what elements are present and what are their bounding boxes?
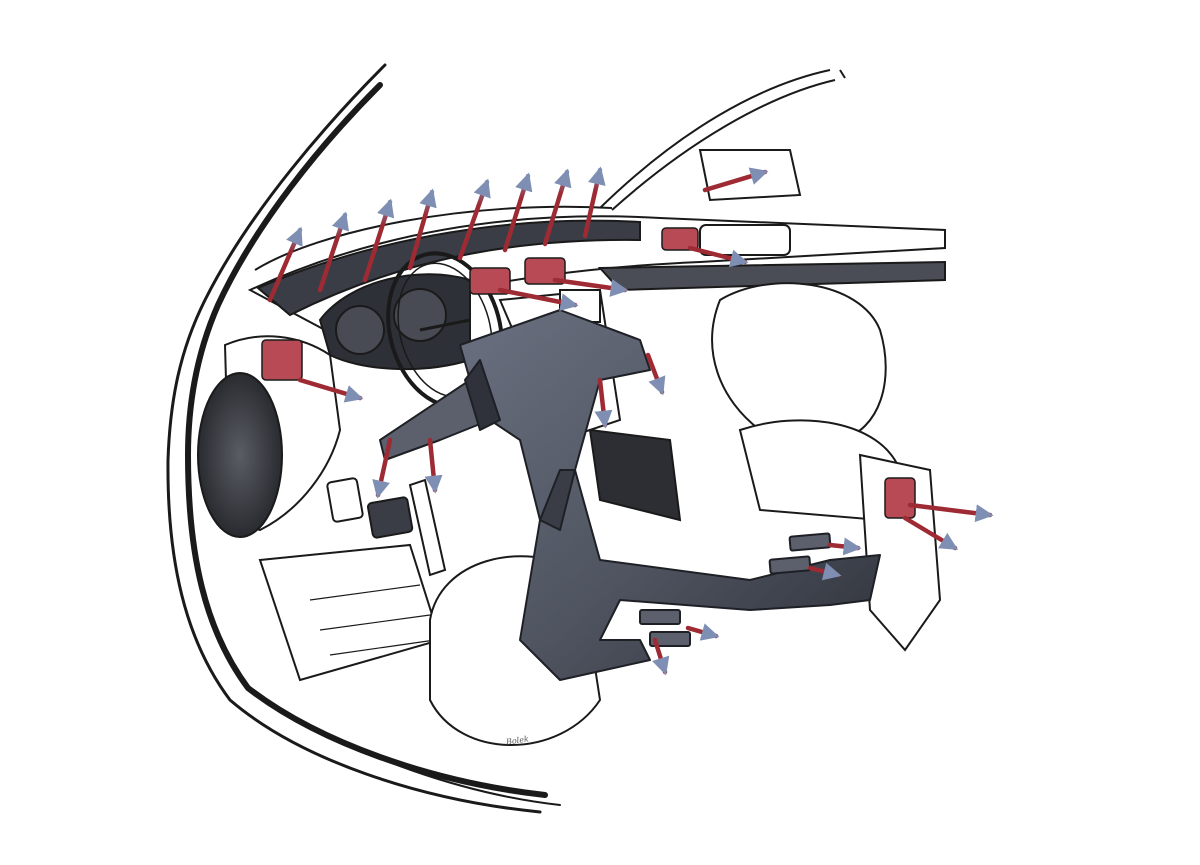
airflow-arrow-icon	[907, 502, 994, 523]
airflow-arrow-icon	[407, 188, 437, 271]
airflow-arrow-icon	[652, 637, 670, 676]
airflow-arrow-icon	[552, 277, 629, 297]
airflow-arrow-icon	[497, 287, 579, 312]
airflow-arrow-icon	[424, 437, 443, 494]
air-vent-icon	[524, 257, 566, 285]
ventilation-ducts	[379, 309, 881, 681]
airflow-arrow-icon	[267, 226, 303, 303]
airflow-arrow-icon	[362, 198, 395, 283]
airflow-arrow-icon	[827, 537, 862, 556]
door-speaker	[197, 372, 283, 538]
airflow-arrow-icon	[807, 562, 842, 581]
passenger-area	[698, 149, 942, 652]
airflow-arrows	[267, 166, 994, 676]
airflow-arrow-icon	[372, 437, 393, 499]
airflow-arrow-icon	[297, 377, 364, 403]
airflow-arrow-icon	[594, 377, 613, 429]
air-vent-icon	[884, 477, 916, 519]
airflow-arrow-icon	[457, 178, 491, 261]
airflow-arrow-icon	[582, 166, 606, 239]
airflow-arrow-icon	[645, 352, 666, 396]
air-vent-icon	[469, 267, 511, 295]
airflow-arrow-icon	[317, 211, 349, 293]
pedals-and-floor	[258, 477, 447, 682]
air-vent-icon	[661, 227, 699, 251]
airflow-arrow-icon	[542, 168, 572, 247]
airflow-arrow-icon	[685, 623, 720, 641]
air-vents	[261, 227, 916, 519]
door-frame	[166, 63, 561, 814]
airflow-arrow-icon	[687, 245, 749, 268]
airflow-arrow-icon	[502, 172, 533, 253]
airflow-arrow-icon	[702, 167, 769, 193]
airflow-arrow-icon	[902, 515, 959, 551]
air-vent-icon	[261, 339, 303, 381]
